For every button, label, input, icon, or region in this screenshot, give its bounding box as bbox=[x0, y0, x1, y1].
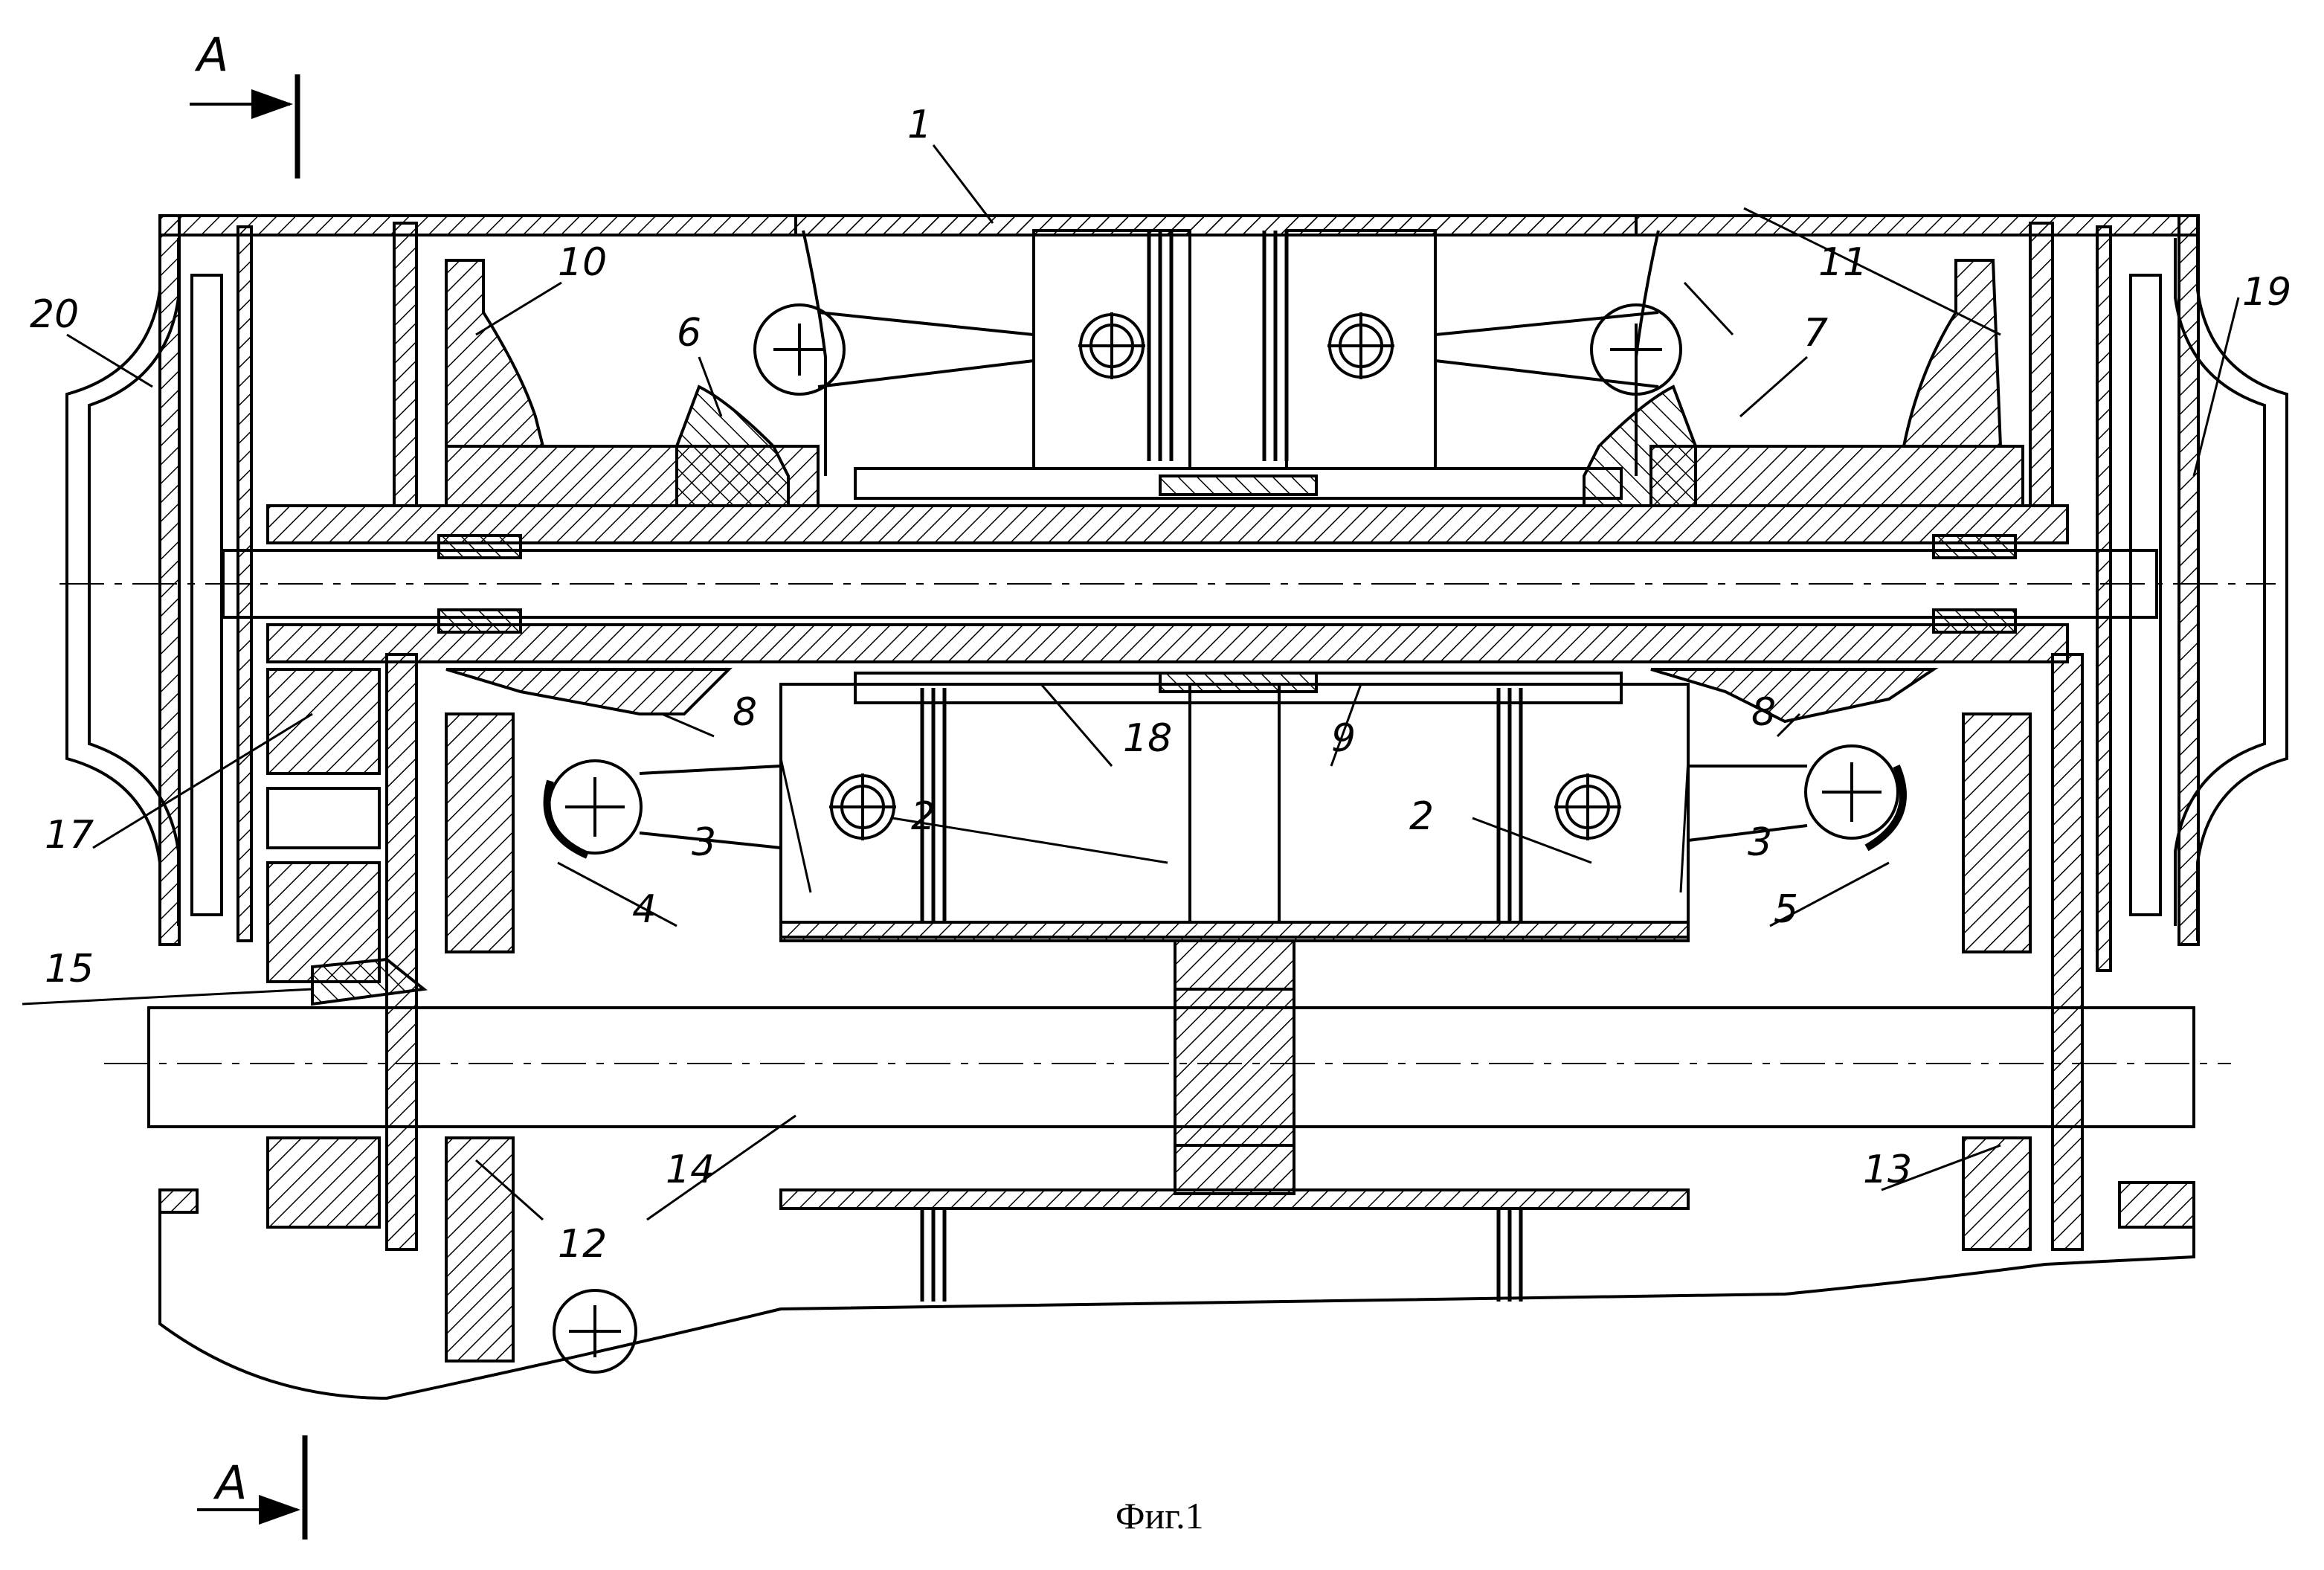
figure-caption: Фиг.1 bbox=[1116, 1495, 1204, 1537]
callout-12: 12 bbox=[558, 1222, 607, 1267]
callout-17: 17 bbox=[45, 813, 94, 858]
section-label-top: А bbox=[194, 28, 228, 82]
end-fitting-19 bbox=[2131, 216, 2287, 941]
callout-6: 6 bbox=[677, 311, 701, 355]
callout-18: 18 bbox=[1123, 716, 1172, 761]
callout-11: 11 bbox=[1818, 240, 1867, 285]
callout-1: 1 bbox=[907, 103, 932, 147]
cam-6 bbox=[677, 387, 788, 506]
flange-13 bbox=[1963, 654, 2082, 1249]
gear-17 bbox=[268, 669, 379, 848]
callout-15: 15 bbox=[45, 947, 94, 991]
callout-19: 19 bbox=[2242, 270, 2291, 315]
section-mark-top bbox=[190, 74, 297, 178]
callout-3-left: 3 bbox=[692, 820, 716, 865]
callout-10: 10 bbox=[558, 240, 607, 285]
cam-7 bbox=[1584, 387, 1696, 506]
callout-9: 9 bbox=[1331, 716, 1356, 761]
callout-8-right: 8 bbox=[1751, 690, 1776, 735]
callout-5: 5 bbox=[1774, 887, 1798, 932]
callout-8-left: 8 bbox=[733, 690, 757, 735]
callout-2-left: 2 bbox=[911, 794, 936, 839]
callout-20: 20 bbox=[30, 292, 79, 337]
callout-13: 13 bbox=[1863, 1148, 1912, 1192]
callout-4: 4 bbox=[632, 887, 657, 932]
upper-piston-assembly bbox=[755, 231, 1681, 476]
callout-2-right: 2 bbox=[1409, 794, 1434, 839]
callout-3-right: 3 bbox=[1748, 820, 1772, 865]
cylinder-block-2 bbox=[781, 684, 1688, 1194]
section-mark-bottom bbox=[197, 1435, 305, 1540]
callout-7: 7 bbox=[1803, 311, 1828, 355]
callout-14: 14 bbox=[666, 1148, 715, 1192]
section-label-bottom: А bbox=[213, 1455, 247, 1510]
shaft-14 bbox=[149, 989, 2194, 1145]
